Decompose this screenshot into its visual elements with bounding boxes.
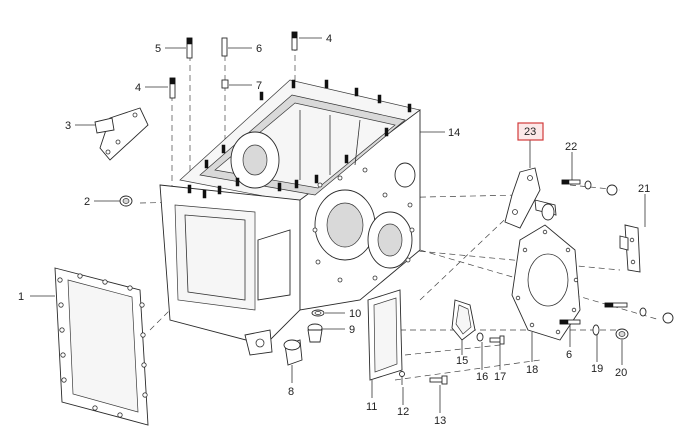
label-part-19[interactable]: 19 (591, 363, 603, 375)
part-22-stud (561, 179, 618, 196)
label-part-23-highlight (517, 122, 544, 141)
label-part-4-right[interactable]: 4 (326, 33, 332, 45)
label-part-14[interactable]: 14 (448, 127, 460, 139)
label-part-10[interactable]: 10 (349, 308, 361, 320)
label-part-8[interactable]: 8 (288, 386, 294, 398)
label-part-17[interactable]: 17 (494, 371, 506, 383)
label-part-2[interactable]: 2 (84, 196, 90, 208)
label-part-16[interactable]: 16 (476, 371, 488, 383)
label-part-7[interactable]: 7 (256, 80, 262, 92)
label-part-15[interactable]: 15 (456, 355, 468, 367)
part-17-bolt (489, 335, 505, 345)
part-10-washer (311, 309, 325, 317)
top-studs (169, 31, 298, 99)
label-part-21[interactable]: 21 (638, 183, 650, 195)
label-part-12[interactable]: 12 (397, 406, 409, 418)
label-part-22[interactable]: 22 (565, 141, 577, 153)
part-3-bracket (94, 107, 149, 161)
label-part-23[interactable]: 23 (524, 126, 536, 138)
label-part-6-right[interactable]: 6 (566, 349, 572, 361)
part-14-housing (159, 79, 421, 356)
label-part-11[interactable]: 11 (366, 401, 377, 413)
part-labels: 1 2 3 4 5 6 7 4 14 8 9 10 11 12 13 15 16… (18, 33, 650, 427)
part-21-bracket (619, 224, 641, 273)
part-11-cover (367, 289, 403, 381)
part-19-washer (592, 324, 600, 336)
stud-near-21 (604, 302, 674, 324)
part-2-nut (119, 195, 133, 207)
label-part-3[interactable]: 3 (65, 120, 71, 132)
part-8-bushing (283, 339, 303, 366)
housing-studs (187, 79, 412, 199)
part-20-nut (615, 328, 629, 340)
label-part-13[interactable]: 13 (434, 415, 446, 427)
label-part-20[interactable]: 20 (615, 367, 627, 379)
part-12-bolt (399, 371, 405, 385)
part-9-plug (307, 323, 323, 343)
label-part-6-top[interactable]: 6 (256, 43, 262, 55)
label-part-4-left[interactable]: 4 (135, 82, 141, 94)
label-part-5[interactable]: 5 (155, 43, 161, 55)
part-23-lever (504, 167, 557, 229)
part-16-washer (476, 332, 484, 342)
label-part-18[interactable]: 18 (526, 364, 538, 376)
part-13-bolt (429, 375, 448, 385)
part-6-stud-right (559, 319, 581, 325)
label-part-1[interactable]: 1 (18, 291, 24, 303)
part-15-cover (451, 299, 476, 341)
callout-lines (30, 37, 646, 413)
part-1-gasket (54, 267, 149, 426)
label-part-9[interactable]: 9 (349, 324, 355, 336)
